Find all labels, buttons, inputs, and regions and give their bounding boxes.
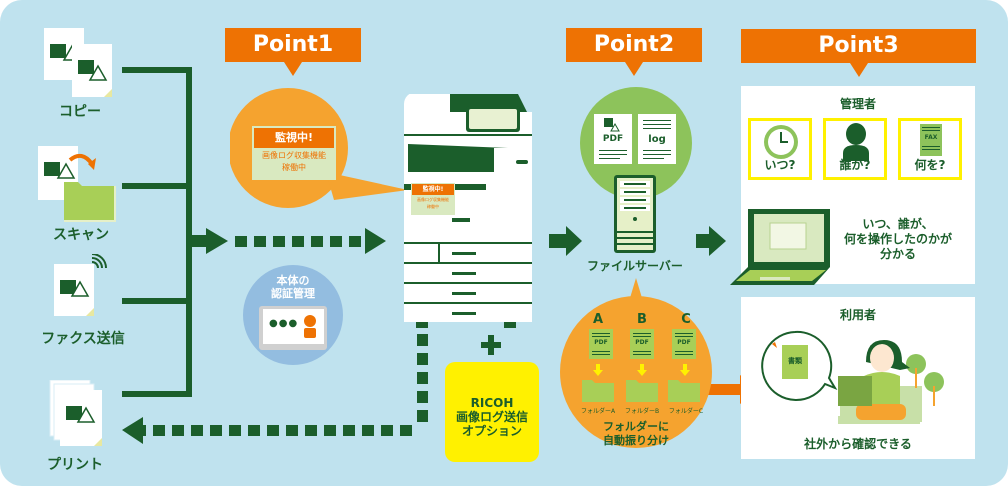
file-server-label: ファイルサーバー — [587, 259, 683, 273]
bubble-doc-label: 書類 — [788, 357, 802, 365]
sort-line1: フォルダーに — [603, 420, 669, 433]
pdf-doc-c-label: PDF — [677, 339, 691, 346]
log-label: log — [648, 134, 666, 145]
pdf-document: PDF — [594, 114, 632, 164]
laptop-icon — [730, 209, 830, 285]
folder-icon-b — [626, 380, 658, 402]
question-who: 誰が? — [823, 118, 887, 180]
question-who-label: 誰が? — [839, 158, 871, 172]
pdf-doc-a: PDF — [589, 329, 613, 359]
image-icon — [604, 118, 620, 132]
fax-doc-text: FAX — [924, 134, 938, 141]
source-label-copy: コピー — [59, 104, 101, 120]
user-illustration — [838, 340, 944, 424]
sort-line2: 自動振り分け — [603, 434, 669, 447]
question-when-label: いつ? — [764, 158, 796, 172]
fax-document-icon: FAX — [920, 124, 942, 156]
user-icon — [304, 315, 316, 338]
arrow-head-to-print — [122, 417, 143, 444]
auth-line2: 認証管理 — [271, 287, 315, 300]
admin-summary-line1: いつ、誰が、 — [862, 217, 934, 231]
source-label-fax: ファクス送信 — [41, 331, 125, 347]
folder-label-b: フォルダーB — [624, 408, 660, 415]
password-dots: ●●● — [269, 318, 299, 329]
person-icon — [843, 123, 869, 161]
mfp-monitor-label: 監視中! 画像ログ収集機能 稼働中 — [411, 183, 455, 215]
fax-icon — [50, 253, 114, 316]
folder-column-b: B PDF フォルダーB — [620, 312, 664, 422]
print-icon — [48, 379, 104, 446]
mfp-line2: 稼働中 — [427, 204, 439, 209]
arrow-head-to-server — [566, 226, 582, 256]
log-document: log — [638, 114, 676, 164]
connector-fax — [122, 298, 192, 304]
arrow-shaft — [192, 235, 206, 247]
user-title: 利用者 — [839, 308, 876, 322]
copy-icon — [42, 28, 114, 98]
question-what-label: 何を? — [914, 158, 946, 172]
point1-tag: Point1 — [225, 28, 361, 76]
document-icon: 書類 — [782, 345, 808, 379]
arrow-head-to-mfp — [365, 228, 386, 254]
pdf-doc-a-label: PDF — [594, 339, 608, 346]
monitor-line2: 稼働中 — [282, 163, 306, 172]
pdf-doc-b-label: PDF — [635, 339, 649, 346]
question-when: いつ? — [748, 118, 812, 180]
monitor-card: 監視中! 画像ログ収集機能 稼働中 — [252, 126, 336, 180]
point2-tag: Point2 — [566, 28, 702, 76]
pdf-doc-b: PDF — [630, 329, 654, 359]
file-server-icon — [614, 175, 656, 253]
auth-line1: 本体の — [276, 274, 310, 287]
option-line3: オプション — [461, 424, 522, 438]
arrow-down-icon — [637, 364, 647, 376]
scan-icon — [38, 146, 120, 222]
folder-column-c: C PDF フォルダーC — [664, 312, 708, 422]
option-line2: 画像ログ送信 — [455, 410, 528, 424]
monitor-badge: 監視中! — [254, 128, 334, 148]
folder-sort-group: A PDF フォルダーA B PDF フォルダ — [576, 312, 708, 422]
option-box — [445, 362, 539, 462]
folder-icon-c — [668, 380, 700, 402]
mfp-line1: 画像ログ収集機能 — [417, 197, 449, 202]
folder-letter-a: A — [592, 312, 604, 327]
folder-letter-c: C — [681, 312, 691, 327]
admin-summary-line3: 分かる — [879, 247, 916, 261]
source-label-scan: スキャン — [53, 227, 109, 243]
point3-tag: Point3 — [741, 29, 976, 77]
connector-copy — [122, 67, 192, 73]
clock-icon — [764, 125, 798, 159]
folder-label-c: フォルダーC — [668, 408, 704, 415]
pdf-label: PDF — [602, 134, 624, 144]
source-label-print: プリント — [47, 457, 103, 473]
pdf-doc-c: PDF — [672, 329, 696, 359]
folder-letter-b: B — [637, 312, 647, 327]
monitor-line1: 画像ログ収集機能 — [262, 151, 326, 160]
plus-vertical — [488, 335, 494, 355]
question-what: FAX 何を? — [898, 118, 962, 180]
connector-scan — [122, 183, 192, 189]
folder-column-a: A PDF フォルダーA — [576, 312, 620, 422]
arrow-down-icon — [593, 364, 603, 376]
arrow-down-icon — [680, 364, 690, 376]
admin-title: 管理者 — [839, 97, 876, 111]
mfp-badge: 監視中! — [412, 184, 454, 195]
arrow-head-right — [206, 228, 228, 254]
admin-summary-line2: 何を操作したのかが — [843, 232, 952, 246]
user-caption: 社外から確認できる — [804, 437, 912, 451]
connector-print — [122, 391, 192, 397]
folder-label-a: フォルダーA — [580, 408, 616, 415]
auth-login-card: ●●● — [259, 306, 327, 350]
connector-vertical — [186, 67, 192, 397]
folder-icon-a — [582, 380, 614, 402]
option-line1: RICOH — [470, 396, 514, 410]
arrow-head-to-admin — [709, 226, 726, 256]
